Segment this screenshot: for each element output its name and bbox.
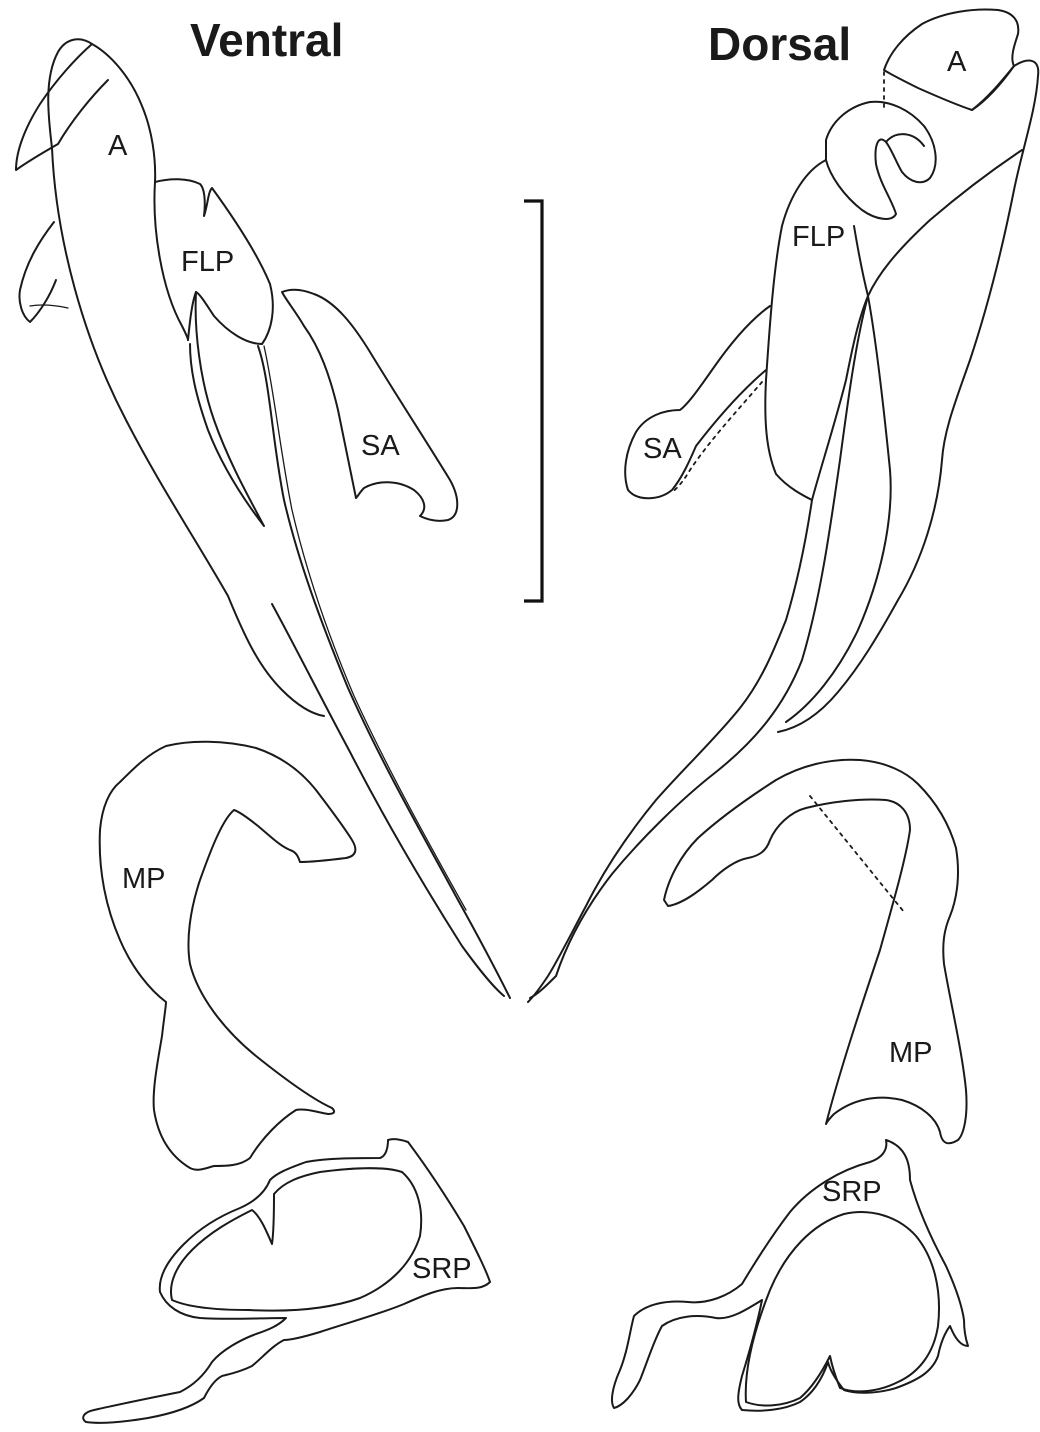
ventral-inner-blade <box>190 292 264 526</box>
dorsal-hook-inner <box>886 134 924 146</box>
dorsal-label-flp: FLP <box>792 221 845 253</box>
dorsal-body-outer <box>778 61 1038 732</box>
ventral-sa-appendage <box>282 290 457 521</box>
ventral-heading: Ventral <box>190 14 343 66</box>
dorsal-body-inner <box>530 150 1022 998</box>
dorsal-sa <box>625 306 770 498</box>
dorsal-view <box>528 10 1038 1411</box>
ventral-label-flp: FLP <box>181 246 234 278</box>
ventral-label-sa: SA <box>361 430 400 462</box>
ventral-label-a: A <box>108 130 128 162</box>
ventral-label-srp: SRP <box>412 1253 472 1285</box>
ventral-lateral-spine <box>19 222 56 322</box>
ventral-srp-inner <box>171 1168 421 1310</box>
ventral-shaft-outline <box>52 148 324 716</box>
ventral-apex-tip <box>16 44 108 170</box>
dorsal-heading: Dorsal <box>708 18 851 70</box>
dorsal-label-srp: SRP <box>822 1176 882 1208</box>
dorsal-label-mp: MP <box>889 1037 933 1069</box>
ventral-view <box>16 39 510 1422</box>
ventral-apex-hook <box>48 39 155 182</box>
dorsal-mp-dotted <box>810 796 904 912</box>
ventral-aedeagus-inner <box>272 604 504 996</box>
dorsal-sa-dotted <box>672 382 762 492</box>
ventral-mp-plate <box>100 742 356 1170</box>
ventral-label-mp: MP <box>122 863 166 895</box>
dorsal-label-a: A <box>947 46 967 78</box>
dorsal-labels: A FLP SA MP SRP <box>643 46 967 1208</box>
dorsal-mp <box>664 760 967 1144</box>
dorsal-label-sa: SA <box>643 433 682 465</box>
dorsal-srp-inner <box>746 1212 939 1405</box>
dorsal-body-edge <box>528 500 812 1002</box>
dorsal-flp <box>765 160 868 500</box>
ventral-lateral-spine-rim <box>30 305 68 308</box>
dorsal-hook-lobe <box>826 102 936 219</box>
scale-bar <box>524 201 542 601</box>
